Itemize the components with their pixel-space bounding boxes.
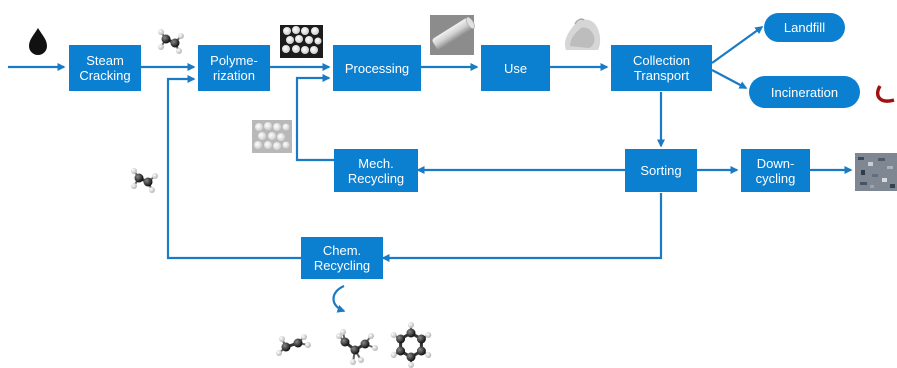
incineration-flame-icon (875, 85, 895, 103)
collection-transport-box: Collection Transport (611, 45, 712, 91)
shredded-flakes-photo (855, 153, 897, 191)
downcycling-box: Down- cycling (741, 149, 810, 192)
sorting-box: Sorting (625, 149, 697, 192)
oil-drop-icon (29, 28, 47, 55)
incineration-node: Incineration (749, 76, 860, 108)
chem-recycling-box: Chem. Recycling (301, 237, 383, 279)
arrow-collection-to-landfill (711, 26, 764, 64)
mech-recycling-box: Mech. Recycling (334, 149, 418, 192)
arrow-mech-recycling-to-processing (295, 74, 334, 162)
arrow-chem-recycling-to-monomers (332, 284, 346, 313)
ethylene-molecule-icon (276, 334, 311, 356)
flow-arrows (8, 26, 853, 313)
pellets-photo-dark (280, 25, 323, 58)
use-box: Use (481, 45, 550, 91)
landfill-node: Landfill (764, 13, 845, 42)
pellets-photo-light (252, 120, 292, 153)
plastic-bag-photo (560, 15, 603, 53)
arrow-sorting-to-chem-recycling (381, 193, 663, 262)
arrow-chem-recycling-to-polymerization (166, 75, 301, 260)
film-roll-photo (430, 15, 475, 55)
steam-cracking-box: Steam Cracking (69, 45, 141, 91)
polymerization-box: Polyme- rization (198, 45, 270, 91)
propylene-molecule-icon (336, 329, 378, 365)
arrow-collection-to-incineration (711, 69, 748, 89)
processing-box: Processing (333, 45, 421, 91)
ethylene-molecule-icon (131, 168, 158, 193)
benzene-molecule-icon (390, 322, 432, 368)
ethylene-molecule-icon (158, 29, 184, 54)
